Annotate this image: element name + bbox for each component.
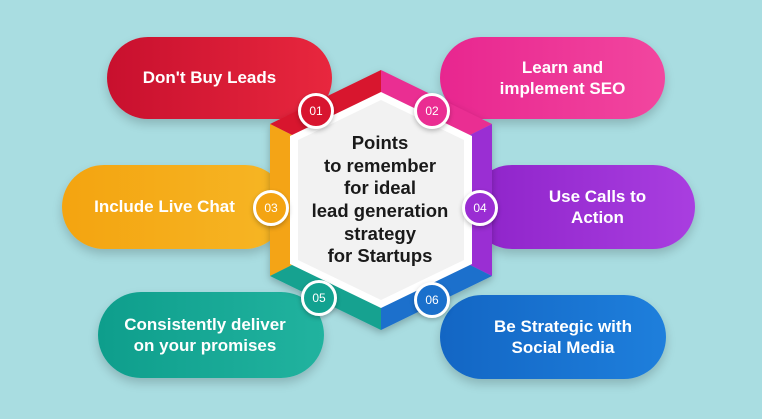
center-line: Points <box>351 132 409 154</box>
center-line: to remember <box>323 154 437 176</box>
number-badge-04: 04 <box>462 190 498 226</box>
number-badge-02: 02 <box>414 93 450 129</box>
item-label-line1: Be Strategic with <box>494 316 632 336</box>
item-label-line2: on your promises <box>133 336 277 355</box>
center-line: lead generation <box>311 200 449 221</box>
item-label-line1: Consistently deliver <box>124 314 286 334</box>
item-label-line1: Use Calls to <box>548 186 647 206</box>
number-badge-01: 01 <box>298 93 334 129</box>
center-line: strategy <box>344 222 416 244</box>
item-social-media: Be Strategic with Social Media <box>440 295 666 379</box>
item-live-chat: Include Live Chat <box>62 165 287 249</box>
center-title: Points to remember for ideal lead genera… <box>290 120 470 280</box>
hexagon-inner <box>298 100 464 300</box>
item-calls-to-action: Use Calls to Action <box>470 165 695 249</box>
item-label-line2: Social Media <box>511 338 615 357</box>
item-dont-buy-leads: Don't Buy Leads <box>107 37 332 119</box>
center-line: for Startups <box>327 245 433 267</box>
item-label: Don't Buy Leads <box>142 68 277 88</box>
item-consistently-deliver: Consistently deliver on your promises <box>98 292 324 378</box>
item-label: Include Live Chat <box>94 197 235 217</box>
item-label-line1: Learn and <box>521 57 604 77</box>
number-badge-06: 06 <box>414 282 450 318</box>
number-badge-03: 03 <box>253 190 289 226</box>
item-learn-seo: Learn and implement SEO <box>440 37 665 119</box>
number-badge-05: 05 <box>301 280 337 316</box>
item-label-line2: Action <box>571 208 624 227</box>
center-line: for ideal <box>344 177 416 199</box>
item-label-line2: implement SEO <box>499 79 626 98</box>
